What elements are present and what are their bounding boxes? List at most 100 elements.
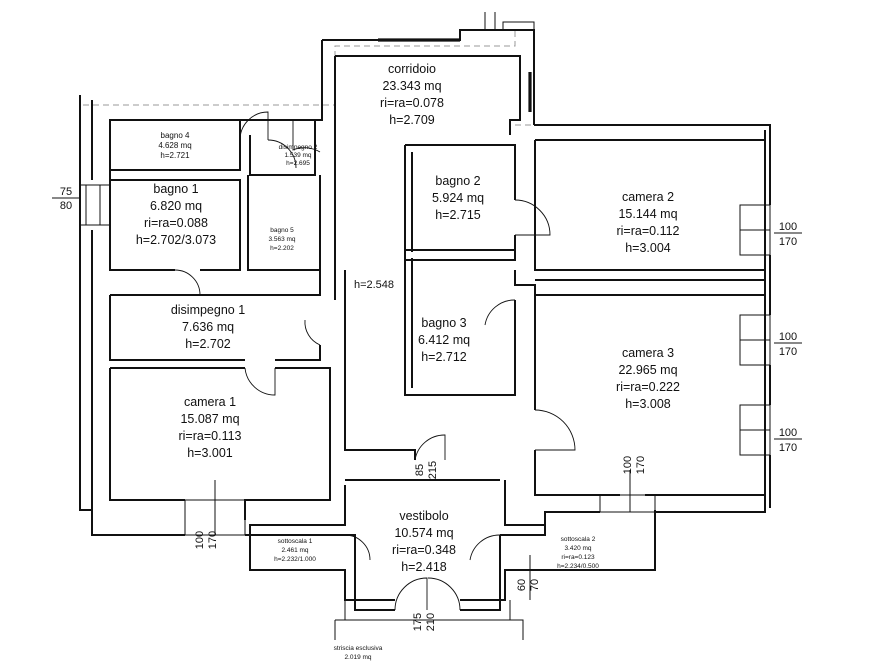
room-label-sottoscala-1: sottoscala 1 2.461 mq h=2.232/1.000 bbox=[274, 538, 316, 563]
room-label-line: 1.539 mq bbox=[284, 152, 311, 159]
room-labels: corridoio 23.343 mq ri=ra=0.078 h=2.709 bagn… bbox=[136, 62, 680, 661]
room-label-line: 15.144 mq bbox=[618, 207, 677, 221]
windows bbox=[79, 184, 771, 600]
room-label-line: h=3.004 bbox=[625, 241, 671, 255]
dimension-value: 170 bbox=[779, 236, 797, 248]
room-label-line: 6.820 mq bbox=[150, 199, 202, 213]
room-label-line: camera 2 bbox=[622, 190, 674, 204]
room-label-line: 4.628 mq bbox=[158, 141, 191, 150]
interior-walls bbox=[109, 55, 765, 601]
dimension-value: 170 bbox=[635, 456, 647, 474]
room-label-line: h=2.418 bbox=[401, 560, 447, 574]
dimension-value: 80 bbox=[60, 200, 72, 212]
room-label-line: 23.343 mq bbox=[382, 79, 441, 93]
room-label-line: bagno 2 bbox=[435, 174, 480, 188]
room-label-line: 5.924 mq bbox=[432, 191, 484, 205]
room-label-line: 15.087 mq bbox=[180, 412, 239, 426]
room-label-line: 2.461 mq bbox=[281, 547, 308, 554]
room-label-line: 2.019 mq bbox=[344, 654, 371, 661]
room-label-bagno-1: bagno 1 6.820 mq ri=ra=0.088 h=2.702/3.073 bbox=[136, 182, 216, 247]
room-label-line: 6.412 mq bbox=[418, 333, 470, 347]
dimension-value: 100 bbox=[194, 531, 206, 549]
room-label-line: bagno 3 bbox=[421, 316, 466, 330]
dimension-value: 75 bbox=[60, 186, 72, 198]
dimension-value: 100 bbox=[779, 331, 797, 343]
dimension-value: 100 bbox=[779, 221, 797, 233]
room-label-line: 3.420 mq bbox=[564, 545, 591, 552]
room-label-line: 10.574 mq bbox=[394, 526, 453, 540]
room-label-line: 3.563 mq bbox=[268, 236, 295, 243]
room-label-line: h=3.008 bbox=[625, 397, 671, 411]
room-label-line: ri=ra=0.088 bbox=[144, 216, 208, 230]
dimension-value: 85 bbox=[414, 464, 426, 476]
room-label-line: h=2.695 bbox=[286, 160, 310, 167]
room-label-line: h=2.721 bbox=[160, 151, 190, 160]
room-label-bagno-3: bagno 3 6.412 mq h=2.712 bbox=[418, 316, 470, 364]
room-label-line: ri=ra=0.078 bbox=[380, 96, 444, 110]
dimension-value: 170 bbox=[779, 442, 797, 454]
room-label-line: bagno 1 bbox=[153, 182, 198, 196]
room-label-line: striscia esclusiva bbox=[334, 645, 383, 652]
room-label-line: bagno 4 bbox=[161, 131, 190, 140]
room-label-line: h=2.702/3.073 bbox=[136, 233, 216, 247]
dimension-value: 210 bbox=[425, 613, 437, 631]
room-label-line: 7.636 mq bbox=[182, 320, 234, 334]
room-label-line: h=2.709 bbox=[389, 113, 435, 127]
room-label-line: h=2.202 bbox=[270, 245, 294, 252]
dimension-value: 60 bbox=[516, 579, 528, 591]
room-label-line: camera 3 bbox=[622, 346, 674, 360]
room-label-line: h=2.715 bbox=[435, 208, 481, 222]
room-label-line: h=3.001 bbox=[187, 446, 233, 460]
room-label-line: 22.965 mq bbox=[618, 363, 677, 377]
dimension-value: 100 bbox=[779, 427, 797, 439]
room-label-striscia-esclusiva: striscia esclusiva 2.019 mq bbox=[334, 645, 383, 661]
room-label-vestibolo: vestibolo 10.574 mq ri=ra=0.348 h=2.418 bbox=[392, 509, 456, 574]
room-label-line: ri=ra=0.113 bbox=[178, 429, 241, 443]
dimension-value: 170 bbox=[207, 531, 219, 549]
room-label-line: camera 1 bbox=[184, 395, 236, 409]
dimension-value: 170 bbox=[779, 346, 797, 358]
room-label-camera-1: camera 1 15.087 mq ri=ra=0.113 h=3.001 bbox=[178, 395, 241, 460]
roof-outline bbox=[83, 30, 770, 126]
room-label-corridoio: corridoio 23.343 mq ri=ra=0.078 h=2.709 bbox=[380, 62, 444, 127]
room-label-line: ri=ra=0.222 bbox=[616, 380, 680, 394]
room-label-camera-2: camera 2 15.144 mq ri=ra=0.112 h=3.004 bbox=[616, 190, 679, 255]
room-label-line: ri=ra=0.112 bbox=[616, 224, 679, 238]
room-label-line: ri=ra=0.123 bbox=[561, 554, 595, 561]
room-label-line: disimpegno 1 bbox=[171, 303, 245, 317]
room-label-line: corridoio bbox=[388, 62, 436, 76]
dimension-value: 70 bbox=[529, 579, 541, 591]
room-label-line: disimpegno 2 bbox=[279, 144, 318, 151]
corridor-height-label: h=2.548 bbox=[354, 279, 394, 291]
room-label-camera-3: camera 3 22.965 mq ri=ra=0.222 h=3.008 bbox=[616, 346, 680, 411]
outer-walls bbox=[79, 12, 771, 640]
room-label-bagno-5: bagno 5 3.563 mq h=2.202 bbox=[268, 227, 295, 252]
room-label-line: bagno 5 bbox=[270, 227, 294, 234]
room-label-line: ri=ra=0.348 bbox=[392, 543, 456, 557]
room-label-line: sottoscala 2 bbox=[561, 536, 596, 543]
room-label-disimpegno-1: disimpegno 1 7.636 mq h=2.702 bbox=[171, 303, 245, 351]
room-label-line: sottoscala 1 bbox=[278, 538, 313, 545]
dimension-value: 215 bbox=[427, 461, 439, 479]
room-label-line: h=2.702 bbox=[185, 337, 231, 351]
room-label-line: h=2.232/1.000 bbox=[274, 556, 316, 563]
dimension-value: 175 bbox=[412, 613, 424, 631]
door-swings bbox=[174, 111, 576, 611]
room-label-line: vestibolo bbox=[399, 509, 448, 523]
dimension-value: 100 bbox=[622, 456, 634, 474]
room-label-line: h=2.712 bbox=[421, 350, 467, 364]
